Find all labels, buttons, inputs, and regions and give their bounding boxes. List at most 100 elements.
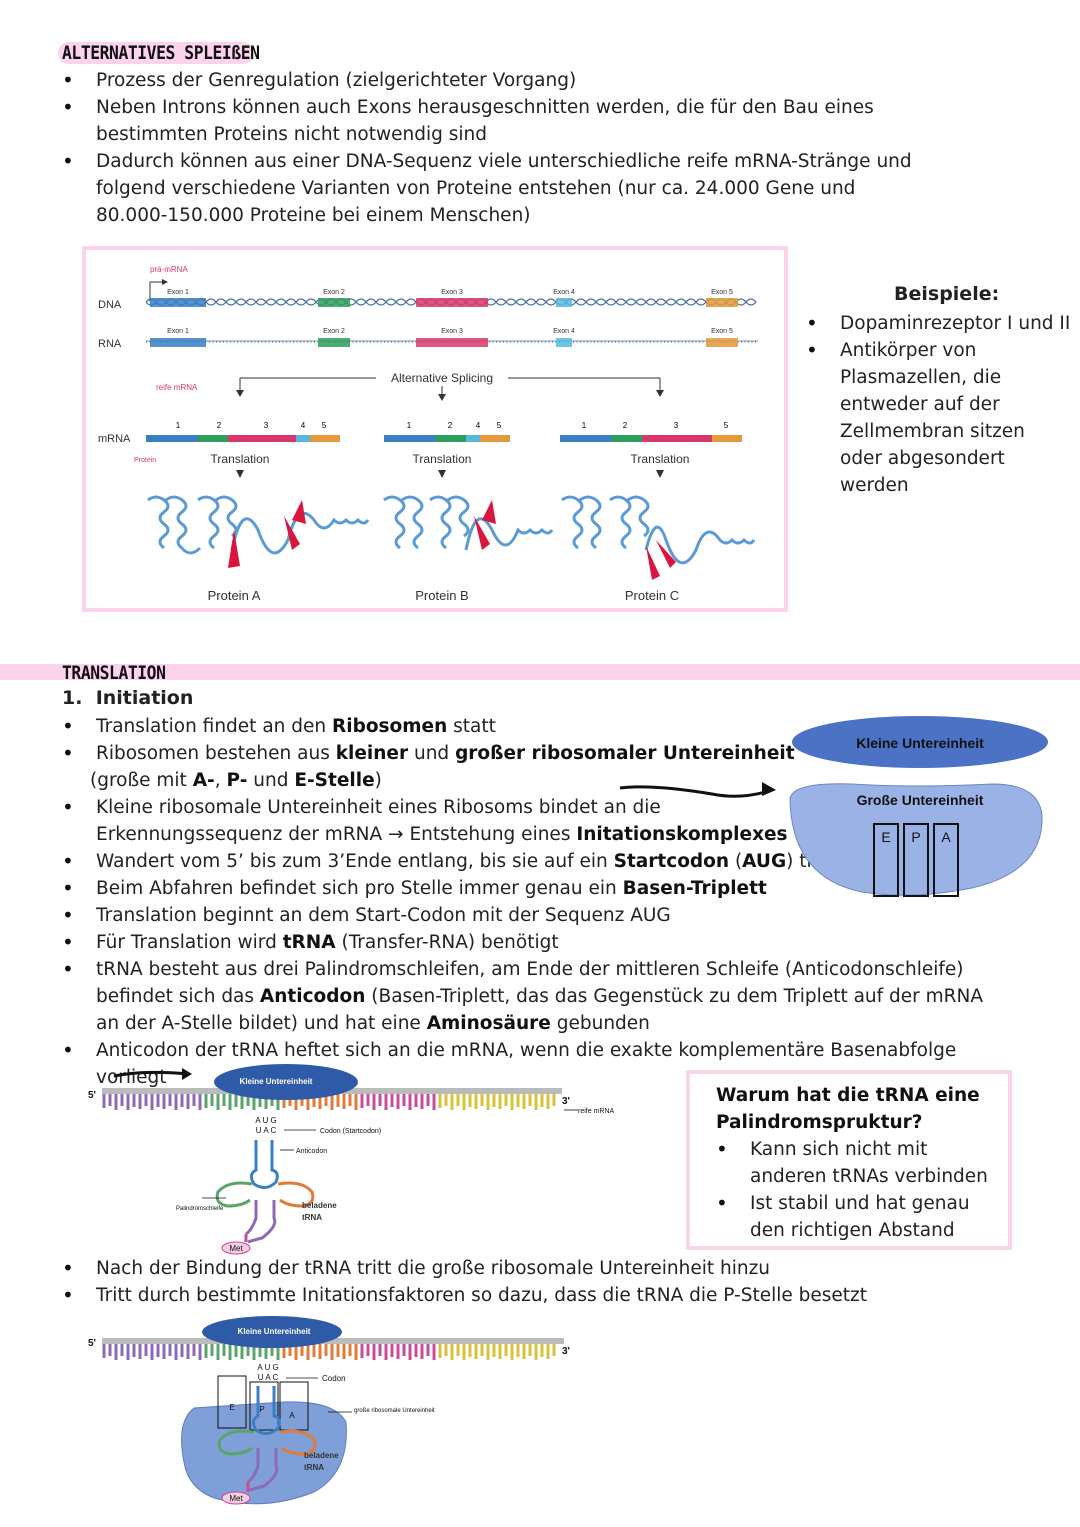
alternative-splicing-label: Alternative Splicing: [391, 371, 493, 385]
svg-text:Met: Met: [229, 1494, 243, 1503]
bullet-item: Translation beginnt an dem Start-Codon m…: [62, 902, 1022, 929]
title-highlight: [58, 42, 254, 64]
svg-text:E: E: [229, 1403, 234, 1412]
svg-text:reife mRNA: reife mRNA: [578, 1108, 615, 1115]
protein-b-shape: [383, 495, 554, 551]
svg-text:3': 3': [562, 1346, 570, 1357]
svg-text:A: A: [289, 1411, 295, 1420]
pre-mrna-label: prä-mRNA: [150, 265, 188, 274]
svg-text:4: 4: [476, 421, 481, 430]
trna-binding-diagram: 5' Kleine Untereinheit 3' reife mRNA A U…: [88, 1064, 615, 1255]
svg-text:1: 1: [407, 421, 412, 430]
bullets-after: Nach der Bindung der tRNA tritt die groß…: [62, 1255, 1022, 1309]
svg-text:Translation: Translation: [631, 452, 690, 466]
translation-bullets: Translation findet an den Ribosomen stat…: [62, 713, 1022, 1091]
splicing-diagram: prä-mRNA DNA Exon 1 Exon 2 Exon 3 Exon 4…: [98, 265, 758, 603]
section-title-translation: TRANSLATION: [62, 662, 166, 684]
subsection-initiation: 1. Initiation: [62, 687, 194, 709]
svg-text:Kleine Untereinheit: Kleine Untereinheit: [240, 1077, 313, 1086]
svg-text:Palindromschleife: Palindromschleife: [176, 1206, 224, 1212]
example-item: Antikörper von Plasmazellen, die entwede…: [806, 337, 1072, 499]
svg-text:1: 1: [582, 421, 587, 430]
bullet-item: Beim Abfahren befindet sich pro Stelle i…: [62, 875, 1022, 902]
alternative-splicing-figure: prä-mRNA DNA Exon 1 Exon 2 Exon 3 Exon 4…: [82, 246, 788, 612]
svg-text:Translation: Translation: [211, 452, 270, 466]
svg-text:3': 3': [562, 1096, 570, 1107]
svg-text:Anticodon: Anticodon: [296, 1148, 327, 1155]
bullet-item: Prozess der Genregulation (zielgerichtet…: [62, 67, 922, 94]
large-subunit-label: Große Untereinheit: [857, 792, 984, 808]
svg-text:Exon 5: Exon 5: [711, 289, 733, 296]
svg-text:2: 2: [448, 421, 453, 430]
protein-a-label: Protein A: [208, 588, 261, 603]
svg-text:Exon 1: Exon 1: [167, 289, 189, 296]
svg-text:Exon 2: Exon 2: [323, 328, 345, 335]
initiation-complex-diagram: 5' Kleine Untereinheit 3' A U G U A C Co…: [88, 1316, 570, 1505]
ribosome-illustration: Kleine Untereinheit Große Untereinheit E…: [619, 716, 1048, 897]
svg-text:Codon (Startcodon): Codon (Startcodon): [320, 1128, 381, 1135]
svg-text:Exon 4: Exon 4: [553, 328, 575, 335]
bullet-item: Nach der Bindung der tRNA tritt die groß…: [62, 1255, 1022, 1282]
svg-text:Kleine Untereinheit: Kleine Untereinheit: [238, 1327, 311, 1336]
protein-a-shape: [147, 495, 370, 555]
svg-text:A U G: A U G: [257, 1363, 278, 1372]
answer-item: Ist stabil und hat genau den richtigen A…: [716, 1190, 996, 1244]
svg-text:3: 3: [674, 421, 679, 430]
svg-text:4: 4: [301, 421, 306, 430]
trna-shape: [217, 1386, 317, 1492]
svg-text:2: 2: [623, 421, 628, 430]
section1-bullets: Prozess der Genregulation (zielgerichtet…: [62, 67, 922, 229]
bullet-item: Tritt durch bestimmte Initationsfaktoren…: [62, 1282, 1022, 1309]
examples-heading: Beispiele:: [894, 283, 1000, 305]
bullet-item: Kleine ribosomale Untereinheit eines Rib…: [62, 794, 1022, 848]
svg-text:Translation: Translation: [413, 452, 472, 466]
svg-text:Exon 2: Exon 2: [323, 289, 345, 296]
svg-text:2: 2: [217, 421, 222, 430]
trna-shape: [215, 1140, 315, 1244]
svg-text:tRNA: tRNA: [304, 1463, 324, 1472]
svg-text:Exon 1: Exon 1: [167, 328, 189, 335]
svg-text:A: A: [941, 829, 951, 845]
section-title-alternatives-spleissen: ALTERNATIVES SPLEIßEN: [62, 42, 260, 64]
svg-text:5': 5': [88, 1090, 96, 1101]
svg-text:Exon 3: Exon 3: [441, 328, 463, 335]
svg-text:beladene: beladene: [304, 1451, 339, 1460]
svg-text:Exon 4: Exon 4: [553, 289, 575, 296]
answer-item: Kann sich nicht mit anderen tRNAs verbin…: [716, 1136, 996, 1190]
bullet-item: Für Translation wird tRNA (Transfer-RNA)…: [62, 929, 1022, 956]
svg-text:Met: Met: [229, 1244, 243, 1253]
svg-text:U A C: U A C: [258, 1373, 279, 1382]
mrna-bases: [102, 1094, 556, 1110]
dna-label: DNA: [98, 299, 122, 311]
svg-text:E: E: [881, 829, 890, 845]
svg-text:5: 5: [497, 421, 502, 430]
svg-text:P: P: [259, 1405, 264, 1414]
svg-text:U A C: U A C: [256, 1126, 277, 1135]
svg-text:Codon: Codon: [322, 1374, 346, 1383]
svg-text:5: 5: [724, 421, 729, 430]
mrna-bases: [102, 1344, 556, 1360]
bullet-item: Ribosomen bestehen aus kleiner und große…: [62, 740, 1022, 794]
protein-note: Protein: [134, 457, 156, 464]
svg-text:Exon 3: Exon 3: [441, 289, 463, 296]
svg-text:5: 5: [322, 421, 327, 430]
svg-text:1: 1: [176, 421, 181, 430]
bullet-item: Translation findet an den Ribosomen stat…: [62, 713, 1022, 740]
svg-text:große ribosomale Untereinheit: große ribosomale Untereinheit: [354, 1408, 435, 1414]
svg-text:beladene: beladene: [302, 1201, 337, 1210]
svg-text:P: P: [911, 829, 920, 845]
svg-text:tRNA: tRNA: [302, 1213, 322, 1222]
mrna-label: mRNA: [98, 433, 131, 445]
rna-label: RNA: [98, 338, 122, 350]
example-item: Dopaminrezeptor I und II: [806, 310, 1072, 337]
protein-c-shape: [561, 495, 756, 565]
reife-mrna-note: reife mRNA: [156, 383, 198, 392]
svg-text:Exon 5: Exon 5: [711, 328, 733, 335]
protein-c-label: Protein C: [625, 588, 679, 603]
svg-text:5': 5': [88, 1338, 96, 1349]
small-subunit-label: Kleine Untereinheit: [856, 735, 984, 751]
svg-text:A U G: A U G: [255, 1116, 276, 1125]
question-box: Warum hat die tRNA eine Palindromspruktu…: [686, 1070, 1012, 1250]
question-heading: Warum hat die tRNA eine Palindromspruktu…: [716, 1085, 980, 1133]
bullet-item: Dadurch können aus einer DNA-Sequenz vie…: [62, 148, 922, 229]
